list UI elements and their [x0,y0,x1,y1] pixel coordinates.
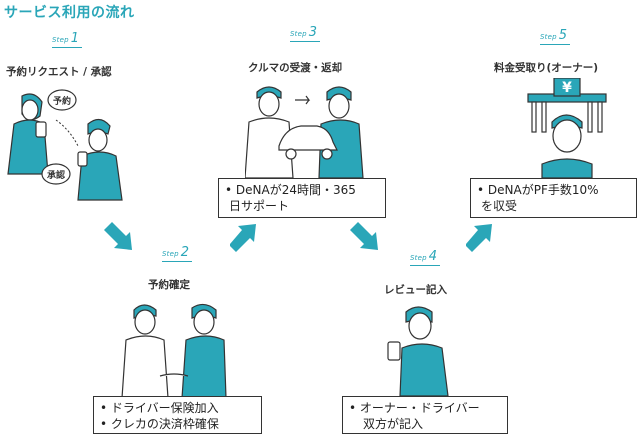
step-underline [540,44,570,45]
step-4-illustration [387,306,449,396]
info-item: • ドライバー保険加入 [100,401,219,415]
info-item: • クレカの決済枠確保 [100,417,219,431]
page-title: サービス利用の流れ [4,5,135,21]
step-3-label: クルマの受渡・返却 [248,62,343,74]
reviewer-figure [387,306,449,396]
info-item: を収受 [481,199,518,213]
step-3-info-box: • DeNAが24時間・365 日サポート [218,178,386,218]
flow-arrow-up-right-1 [230,224,256,252]
step-5-label: 料金受取り(オーナー) [494,62,599,74]
step-2-marker: Step 2 [162,245,189,260]
step-underline [162,261,192,262]
arrow-right-icon [295,95,311,105]
step-word: Step [410,254,427,262]
step-2-label: 予約確定 [148,279,190,291]
woman-figure [7,93,49,175]
phone-icon [35,121,47,138]
info-item: • オーナー・ドライバー [349,401,480,415]
step-3-marker: Step 3 [290,25,317,40]
speech-bubble-approve: 承認 [41,163,71,185]
step-3-illustration [245,86,364,178]
step-5-illustration: ¥ [527,78,607,178]
step-number: 3 [308,25,318,40]
step-2-illustration [121,303,227,398]
step-5-marker: Step 5 [540,28,567,43]
step-word: Step [540,33,557,41]
car-handover-figures [245,86,364,178]
step-1-label: 予約リクエスト / 承認 [6,66,112,78]
step-underline [410,265,440,266]
info-item: 双方が記入 [363,417,424,431]
handshake-figures [121,303,227,398]
step-number: 2 [180,245,190,260]
step-4-info-box: • オーナー・ドライバー 双方が記入 [342,396,508,434]
step-underline [52,47,82,48]
step-number: 1 [70,31,80,46]
step-5-info-box: • DeNAがPF手数10% を収受 [470,178,637,218]
owner-figure: ¥ [527,78,607,178]
bubble-text-approve: 承認 [47,169,65,181]
step-word: Step [162,250,179,258]
flow-arrow-down-right-1 [104,222,132,250]
dashed-arrow [55,119,79,147]
phone-icon [387,341,401,361]
step-2-info-box: • ドライバー保険加入 • クレカの決済枠確保 [93,396,262,434]
bubble-text-reserve: 予約 [53,95,71,107]
info-item: • DeNAがPF手数10% [477,183,599,197]
flow-arrow-down-right-2 [350,222,378,250]
step-number: 5 [558,28,568,43]
yen-sign-icon [553,78,581,97]
info-item: • DeNAが24時間・365 [225,183,356,197]
step-word: Step [290,30,307,38]
flow-arrow-up-right-2 [466,224,492,252]
step-4-label: レビュー記入 [384,284,447,296]
step-underline [290,41,320,42]
yen-glyph: ¥ [562,80,572,96]
phone-icon [77,151,88,167]
step-number: 4 [428,249,438,264]
step-word: Step [52,36,69,44]
step-1-illustration: 予約 承認 [7,89,123,201]
man-figure [77,118,123,201]
car-icon [278,125,338,151]
step-1-marker: Step 1 [52,31,79,46]
info-item: 日サポート [229,199,290,213]
speech-bubble-reserve: 予約 [47,89,77,111]
step-4-marker: Step 4 [410,249,437,264]
